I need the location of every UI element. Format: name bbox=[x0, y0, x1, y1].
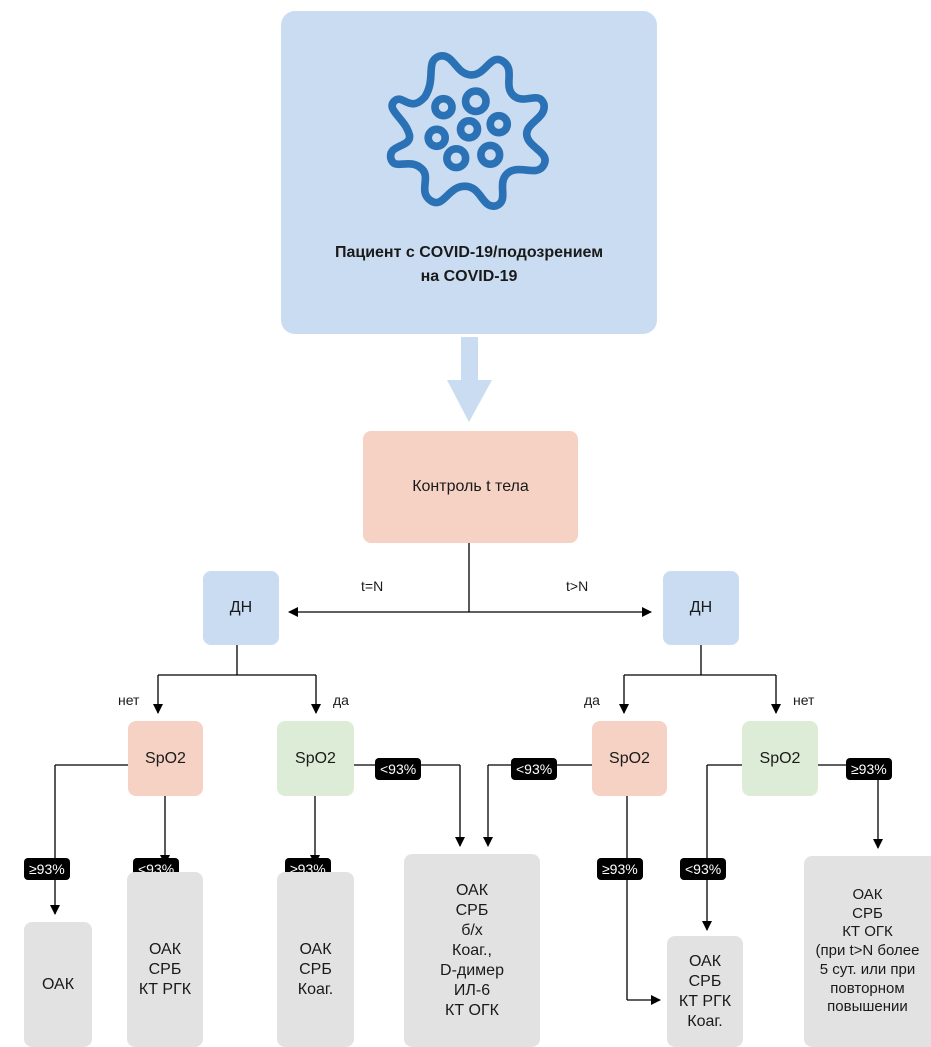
result-box-oak-srb-kt-rgk: ОАК СРБ КТ РГК bbox=[127, 872, 203, 1047]
left-dn-label: ДН bbox=[229, 599, 253, 616]
root-title: Пациент с COVID-19/подозрением на COVID-… bbox=[334, 244, 604, 285]
left-yes-label: да bbox=[333, 692, 349, 708]
cond-left-label: t=N bbox=[361, 578, 384, 594]
control-temperature-box: Контроль t тела bbox=[363, 431, 578, 543]
left-no-label: нет bbox=[118, 692, 140, 708]
result-box-center: ОАК СРБ б/х Коаг., D-димер ИЛ-6 КТ ОГК bbox=[404, 854, 540, 1047]
result-box-right-kt-ogk: ОАК СРБ КТ ОГК (при t>N более 5 сут. или… bbox=[804, 856, 931, 1047]
spo2-label: SpO2 bbox=[295, 749, 336, 767]
right-spo2-yes-box: SpO2 bbox=[592, 721, 667, 796]
right-no-label: нет bbox=[793, 692, 815, 708]
spo2-label: SpO2 bbox=[609, 749, 650, 767]
root-patient-box: Пациент с COVID-19/подозрением на COVID-… bbox=[281, 11, 657, 334]
right-dn-label: ДН bbox=[689, 599, 713, 616]
right-tag-lt93-b: <93% bbox=[680, 858, 727, 880]
right-spo2-no-box: SpO2 bbox=[742, 721, 818, 796]
right-tag-lt93-a: <93% bbox=[511, 758, 558, 780]
right-tag-ge93-b: ≥93% bbox=[846, 758, 892, 780]
left-tag-lt93-b: <93% bbox=[375, 758, 422, 780]
main-arrow bbox=[447, 337, 492, 422]
result-box-oak-srb-koag: ОАК СРБ Коаг. bbox=[277, 872, 354, 1047]
right-tag-ge93-a: ≥93% bbox=[597, 858, 643, 880]
virus-icon bbox=[384, 41, 554, 227]
control-label: Контроль t тела bbox=[412, 478, 529, 495]
right-yes-label: да bbox=[584, 692, 600, 708]
result-box-right-kt-rgk: ОАК СРБ КТ РГК Коаг. bbox=[667, 936, 743, 1047]
left-dn-box: ДН bbox=[203, 571, 279, 645]
result-box-oak: ОАК bbox=[24, 922, 92, 1047]
spo2-label: SpO2 bbox=[145, 749, 186, 767]
left-spo2-no-box: SpO2 bbox=[128, 721, 203, 796]
spo2-label: SpO2 bbox=[759, 749, 801, 767]
left-tag-ge93-a: ≥93% bbox=[24, 858, 70, 880]
cond-right-label: t>N bbox=[566, 578, 589, 594]
left-spo2-yes-box: SpO2 bbox=[277, 721, 354, 796]
right-dn-box: ДН bbox=[663, 571, 739, 645]
